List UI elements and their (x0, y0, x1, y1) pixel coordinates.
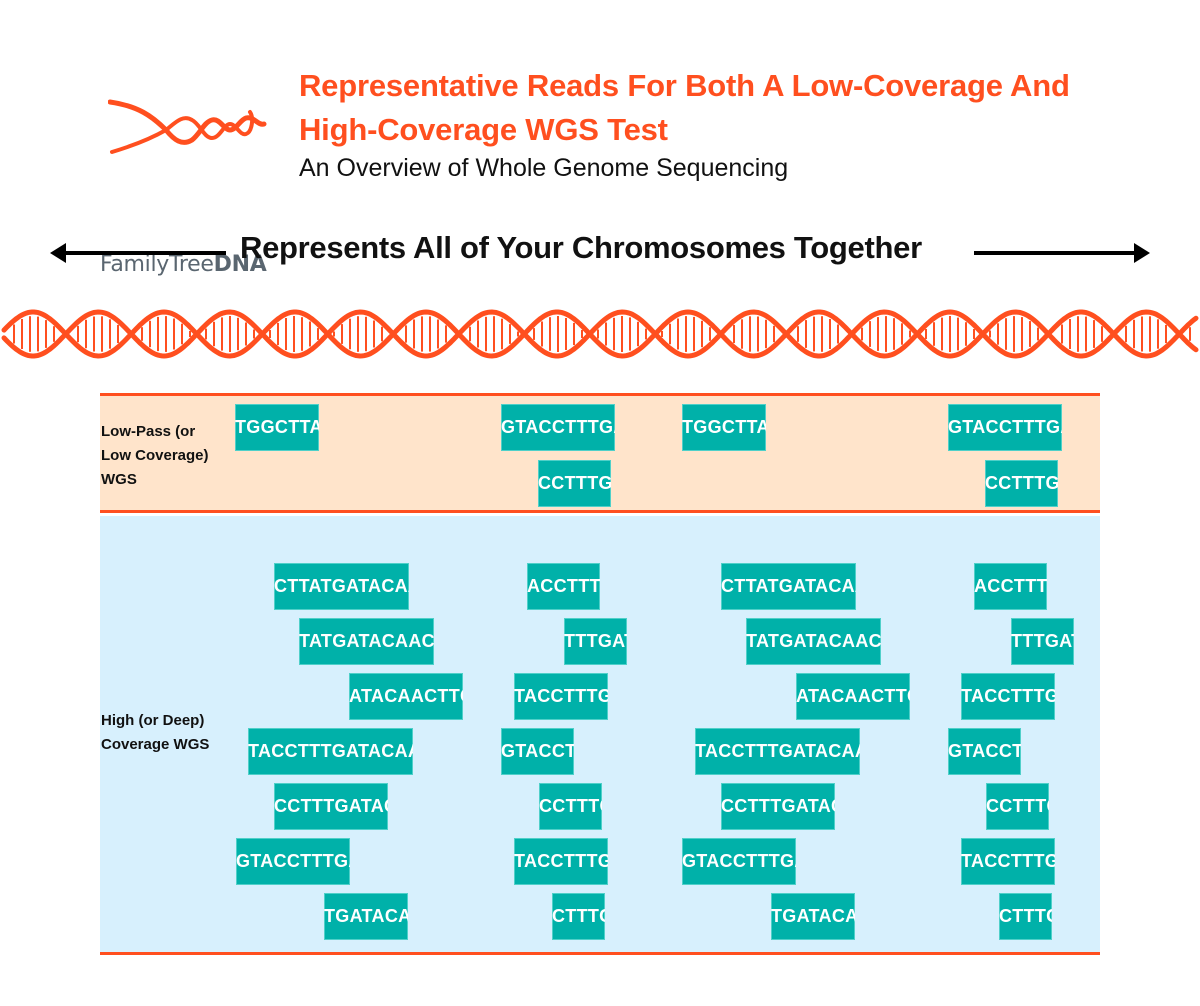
span-label: Represents All of Your Chromosomes Toget… (240, 230, 922, 265)
read-block: CCTTTG (986, 783, 1049, 830)
read-block: TGGCTTAT (682, 404, 766, 451)
low-coverage-label-line: Low-Pass (or (101, 423, 196, 440)
read-block: TTTGAT (1011, 618, 1074, 665)
read-block: TACCTTTGA (961, 838, 1055, 885)
read-block: CTTTG (552, 893, 605, 940)
read-block: TTTGAT (564, 618, 627, 665)
high-coverage-label-line: High (or Deep) (101, 712, 205, 729)
title-line-2: High-Coverage WGS Test (299, 112, 668, 147)
read-block: TACCTTTGA (514, 838, 608, 885)
read-block: ACCTTTG (974, 563, 1047, 610)
dna-helix-icon (1, 309, 1199, 359)
chromosome-span: Represents All of Your Chromosomes Toget… (0, 230, 1200, 276)
read-block: GTACCTT (948, 728, 1021, 775)
helix-strand (1, 309, 1199, 359)
read-block: TGGCTTAT (235, 404, 319, 451)
low-coverage-label-line: WGS (101, 471, 137, 488)
read-block: ACCTTTG (527, 563, 600, 610)
low-coverage-label-line: Low Coverage) (101, 447, 209, 464)
read-block: GTACCTT (501, 728, 574, 775)
high-coverage-label-line: Coverage WGS (101, 736, 210, 753)
read-block: ATACAACTTGG (349, 673, 463, 720)
brand-name: FamilyTreeDNA (100, 252, 267, 277)
arrow-right-icon (974, 243, 1150, 263)
read-block: CCTTTGA (538, 460, 611, 507)
familytreedna-logo: FamilyTreeDNA (100, 92, 270, 277)
low-coverage-label: Low-Pass (or Low Coverage) WGS (101, 420, 209, 492)
helix-strand (1, 309, 1199, 359)
read-block: ATACAACTTGG (796, 673, 910, 720)
brand-name-bold: DNA (213, 252, 267, 277)
dna-helix-logo-icon (108, 99, 267, 154)
read-block: CCTTTGATACA (274, 783, 388, 830)
read-block: TACCTTTGA (514, 673, 608, 720)
read-block: TGATACAA (324, 893, 408, 940)
arrow-left-icon (50, 243, 226, 263)
brand-name-light: FamilyTree (100, 252, 214, 277)
page-subtitle: An Overview of Whole Genome Sequencing (299, 154, 789, 182)
read-block: TACCTTTGA (961, 673, 1055, 720)
read-block: CCTTTGATACA (721, 783, 835, 830)
read-block: CTTTG (999, 893, 1052, 940)
title-line-1: Representative Reads For Both A Low-Cove… (299, 68, 1070, 103)
read-block: CCTTTG (539, 783, 602, 830)
read-block: TGATACAA (771, 893, 855, 940)
page-title: Representative Reads For Both A Low-Cove… (299, 64, 1119, 152)
read-block: CCTTTGA (985, 460, 1058, 507)
high-coverage-label: High (or Deep) Coverage WGS (101, 709, 209, 757)
span-arrows (50, 243, 1150, 263)
